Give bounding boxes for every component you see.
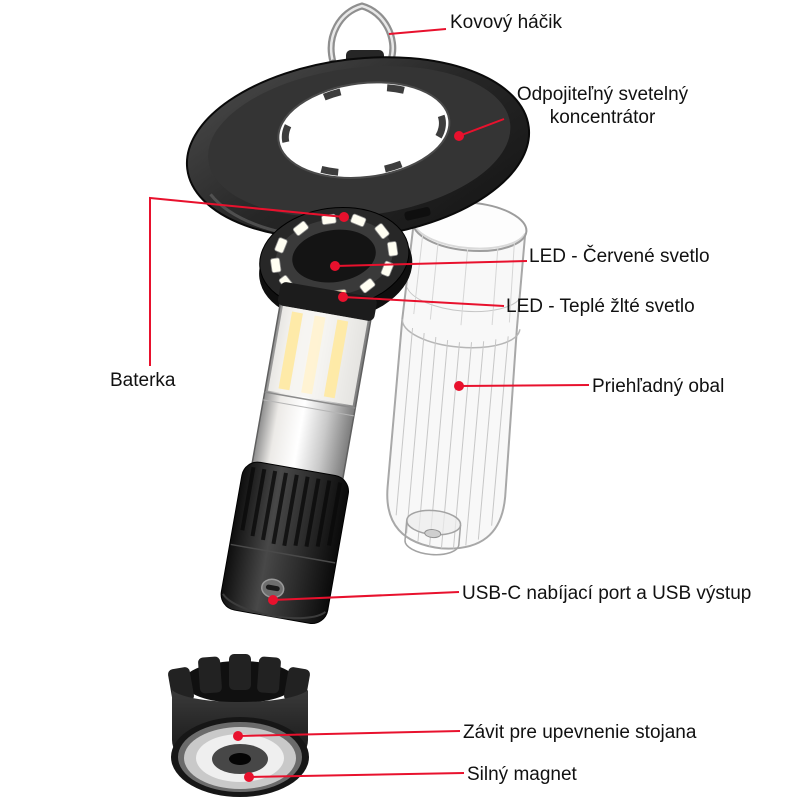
callout-label-hook: Kovový háčik bbox=[450, 12, 562, 33]
callout-line-led-red bbox=[334, 260, 528, 267]
concentrator-illustration bbox=[185, 56, 531, 241]
callout-line-hook bbox=[388, 28, 447, 35]
callout-label-led-red: LED - Červené svetlo bbox=[529, 246, 710, 267]
callout-label-led-warm: LED - Teplé žlté svetlo bbox=[506, 296, 695, 317]
usb-cap-illustration bbox=[220, 461, 349, 624]
callout-lines bbox=[149, 28, 590, 778]
callout-label-concentrator: Odpojiteľný svetelný koncentrátor bbox=[516, 84, 689, 128]
callout-label-usb: USB-C nabíjací port a USB výstup bbox=[462, 583, 752, 604]
callout-label-magnet: Silný magnet bbox=[467, 764, 577, 785]
stand-cap-illustration bbox=[168, 654, 310, 797]
callout-label-thread: Závit pre upevnenie stojana bbox=[463, 722, 697, 743]
callout-dot-led-red bbox=[330, 261, 340, 271]
callout-line-magnet bbox=[248, 772, 465, 778]
battery-tube-illustration bbox=[220, 282, 377, 624]
callout-dot-usb bbox=[268, 595, 278, 605]
callout-line-battery bbox=[149, 196, 345, 366]
callout-dots bbox=[233, 131, 464, 782]
callout-line-thread bbox=[237, 730, 461, 737]
thread-hole bbox=[229, 753, 251, 765]
callout-dot-concentrator bbox=[454, 131, 464, 141]
callout-label-cover: Priehľadný obal bbox=[592, 376, 725, 397]
concentrator-hole bbox=[277, 81, 451, 179]
callout-line-usb bbox=[272, 591, 460, 601]
callout-dot-thread bbox=[233, 731, 243, 741]
callout-dot-cover bbox=[454, 381, 464, 391]
callout-line-led-warm bbox=[342, 296, 505, 307]
callout-dot-battery bbox=[339, 212, 349, 222]
callout-dot-magnet bbox=[244, 772, 254, 782]
callout-label-battery: Baterka bbox=[110, 370, 176, 391]
cap-ribs bbox=[240, 466, 343, 547]
callout-dot-led-warm bbox=[338, 292, 348, 302]
callout-line-concentrator bbox=[458, 118, 505, 137]
callout-line-cover bbox=[458, 384, 590, 387]
